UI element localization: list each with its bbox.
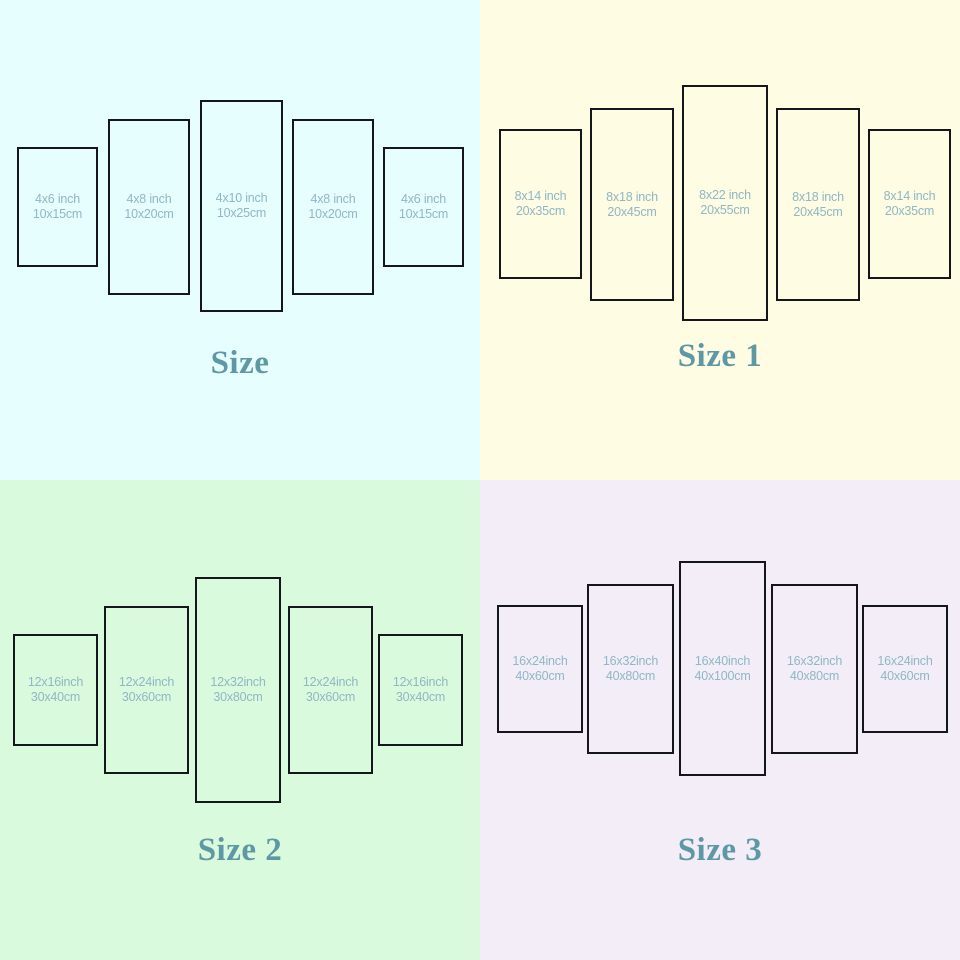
quadrant-title: Size 2 <box>197 832 283 868</box>
panel-size-cm: 10x25cm <box>216 206 267 220</box>
panel-size-inch: 12x32inch <box>210 675 266 689</box>
panel-size-cm: 10x15cm <box>398 207 449 221</box>
panel-size-inch: 16x24inch <box>512 654 568 668</box>
panel-size-cm: 20x35cm <box>884 204 935 218</box>
quadrant-title: Size 1 <box>677 338 763 374</box>
panel-size-cm: 40x100cm <box>694 668 751 683</box>
panel-size-inch: 4x10 inch <box>215 191 268 205</box>
panel-size-cm: 30x80cm <box>213 690 263 704</box>
panel-size-inch: 8x18 inch <box>792 189 844 204</box>
panel-size-inch: 8x14 inch <box>883 189 936 203</box>
panel-size-cm: 30x60cm <box>305 690 356 704</box>
panel-size-cm: 20x45cm <box>793 204 843 219</box>
panel-size-inch: 12x24inch <box>118 675 175 689</box>
panel-size-cm: 40x60cm <box>880 669 930 683</box>
quadrant-title: Size <box>210 345 270 381</box>
panel-size-cm: 30x40cm <box>395 690 446 704</box>
panel-size-inch: 12x16inch <box>392 675 449 689</box>
panel-size-cm: 10x20cm <box>308 207 358 221</box>
panel-size-inch: 4x6 inch <box>35 192 80 206</box>
panel-size-cm: 40x80cm <box>789 669 840 683</box>
panel-size-inch: 16x32inch <box>786 654 843 668</box>
panel-size-inch: 12x16inch <box>27 675 84 689</box>
panel-size-inch: 4x6 inch <box>401 192 446 206</box>
panel-size-inch: 4x8 inch <box>126 192 172 206</box>
panel-size-inch: 12x24inch <box>302 675 359 689</box>
panel-size-inch: 4x8 inch <box>310 192 356 206</box>
panel-size-cm: 20x45cm <box>607 204 657 219</box>
panel-size-cm: 30x60cm <box>121 690 172 704</box>
panel-size-inch: 16x32inch <box>602 654 659 668</box>
panel-size-inch: 8x14 inch <box>514 189 567 203</box>
panel-size-cm: 10x15cm <box>32 207 83 221</box>
panel-size-cm: 30x40cm <box>30 690 81 704</box>
panel-size-cm: 20x55cm <box>700 203 750 217</box>
panel-size-cm: 10x20cm <box>124 207 174 221</box>
quadrant-title: Size 3 <box>677 832 763 868</box>
panel-size-cm: 40x80cm <box>605 669 656 683</box>
panel-size-inch: 16x40inch <box>694 653 751 668</box>
panel-size-inch: 16x24inch <box>877 654 933 668</box>
panel-size-cm: 20x35cm <box>515 204 566 218</box>
panel-size-inch: 8x18 inch <box>606 189 658 204</box>
panel-size-inch: 8x22 inch <box>699 188 751 202</box>
panel-size-cm: 40x60cm <box>515 669 565 683</box>
